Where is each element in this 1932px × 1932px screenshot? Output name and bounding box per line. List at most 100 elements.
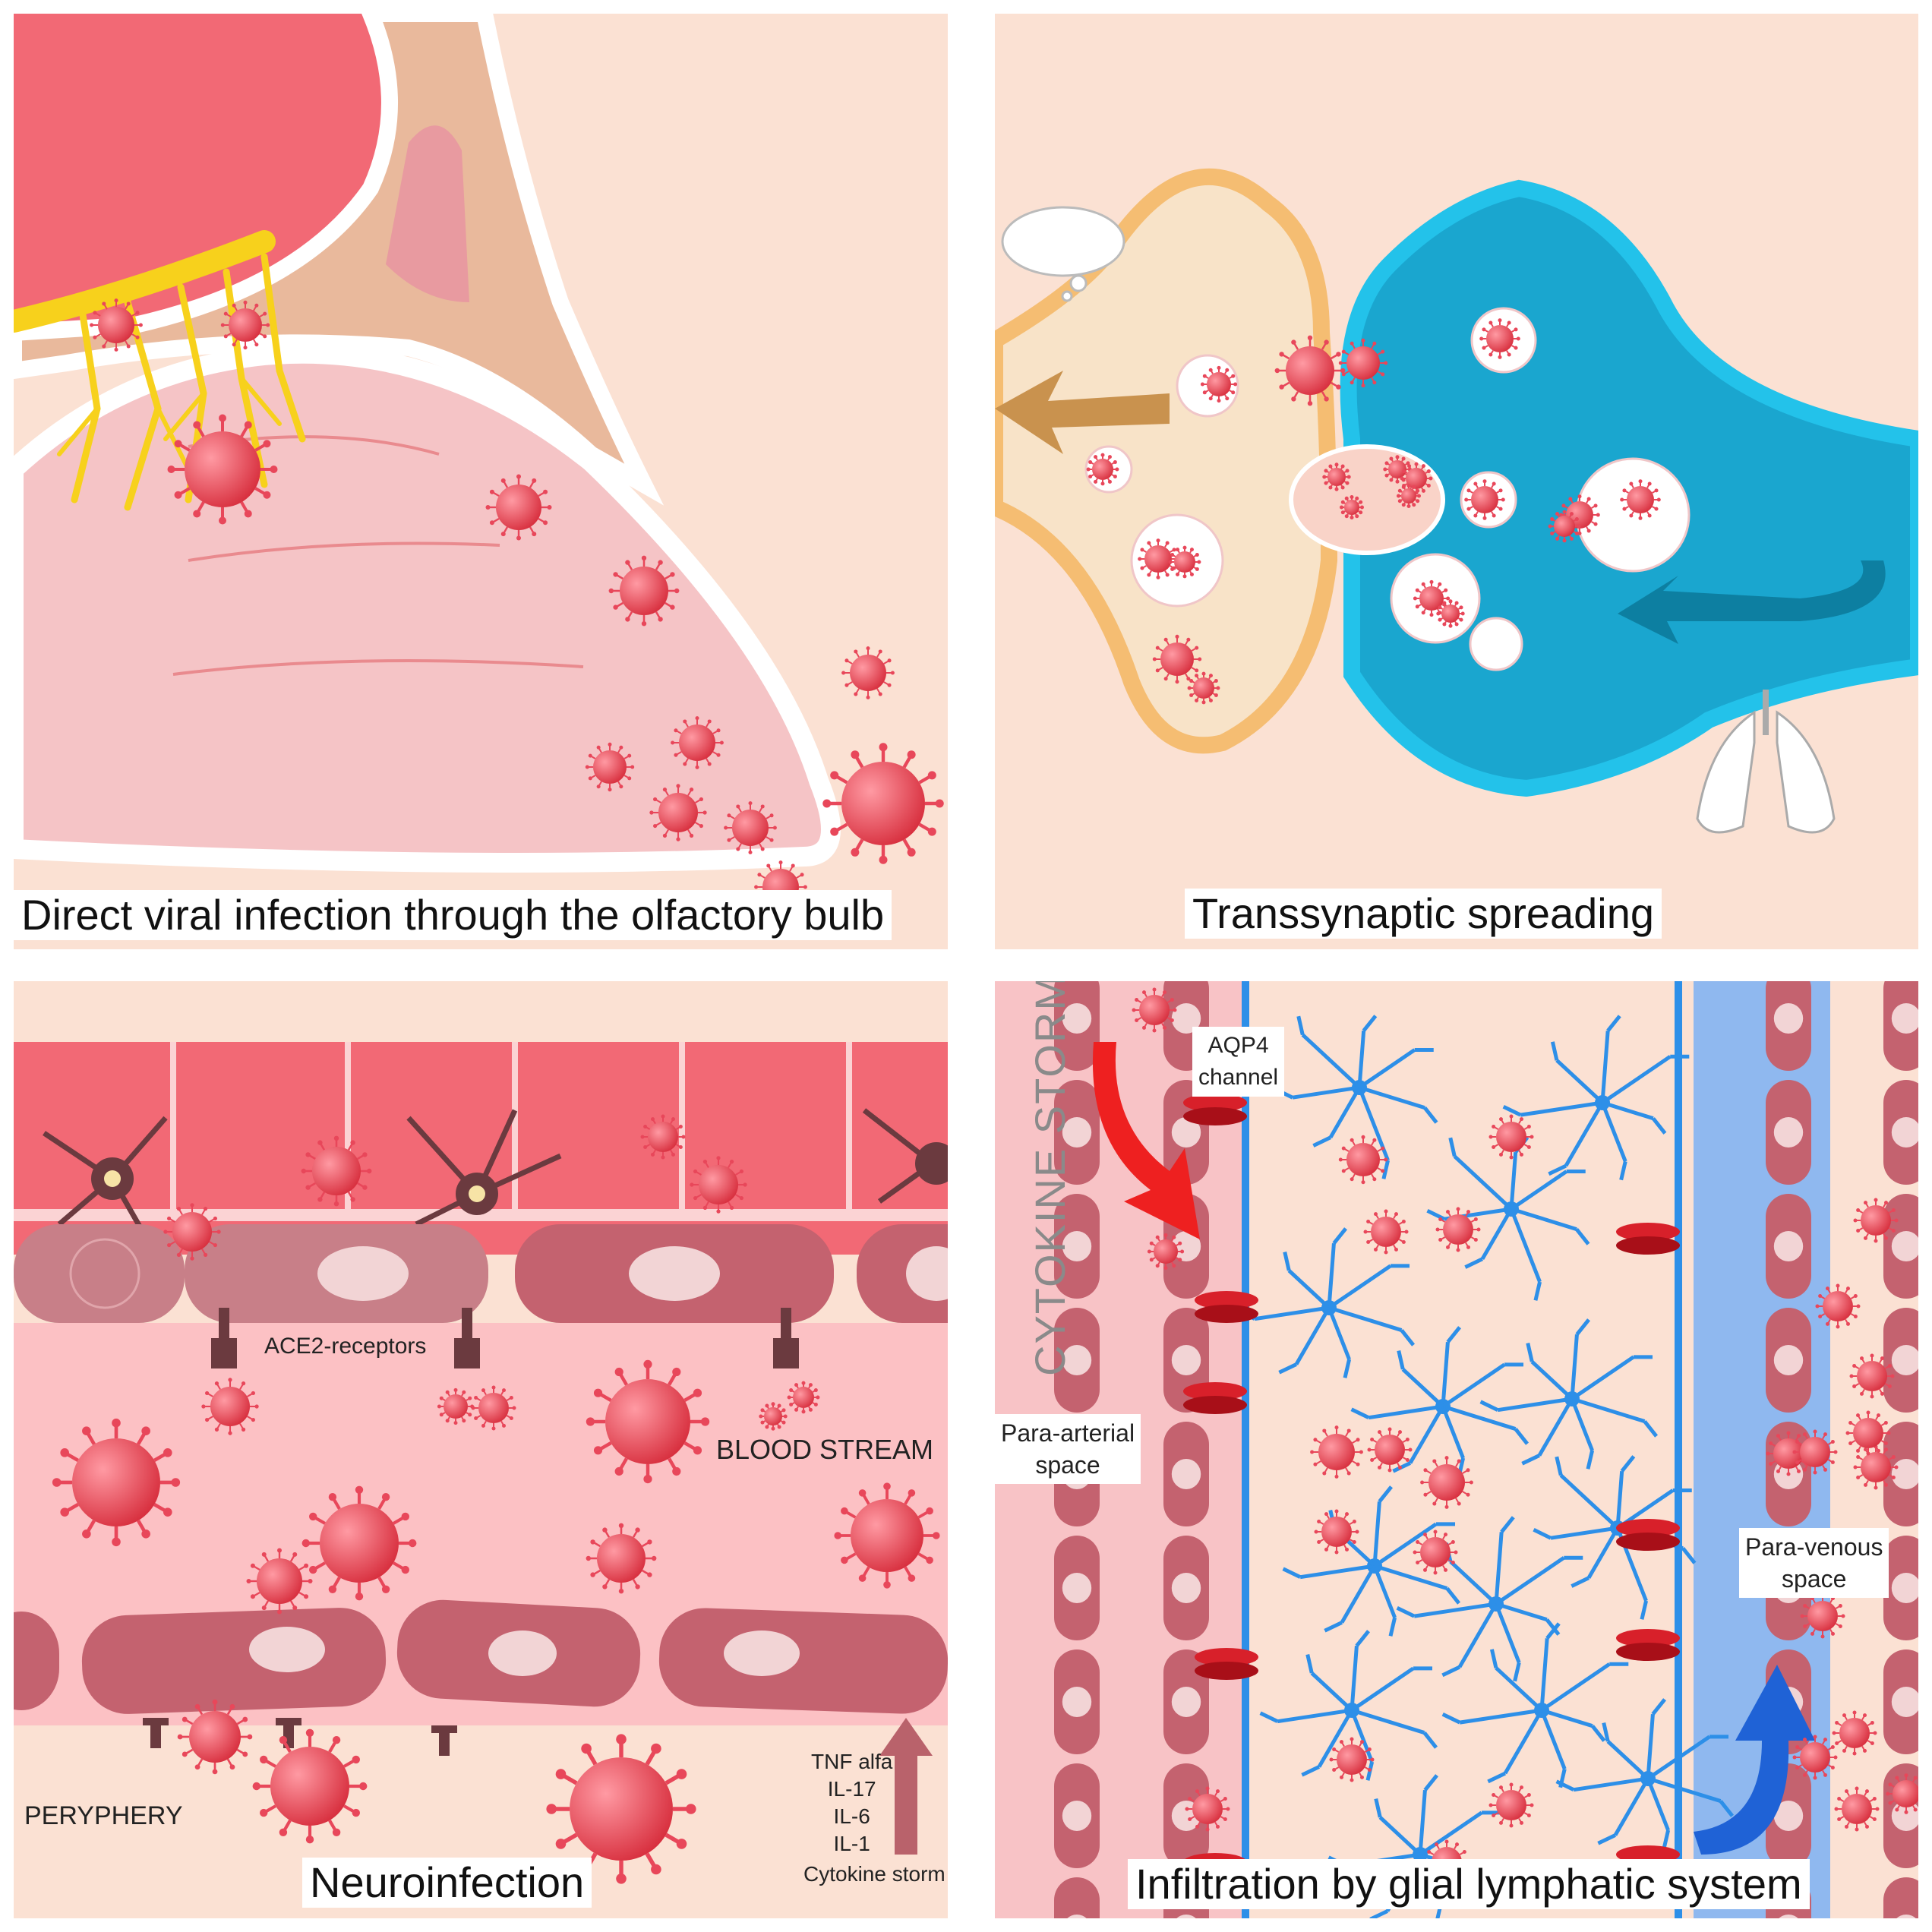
virus-icon bbox=[301, 1485, 417, 1601]
olfactory-illustration bbox=[14, 14, 944, 914]
virus-icon bbox=[201, 1378, 259, 1435]
virus-group bbox=[52, 1114, 940, 1884]
vesicles bbox=[1084, 307, 1690, 671]
virus-icon bbox=[1397, 484, 1421, 508]
virus-icon bbox=[586, 1359, 710, 1484]
dendrite-direction-arrow bbox=[1618, 560, 1886, 644]
virus-icon bbox=[1464, 479, 1505, 520]
virus-icon bbox=[1886, 1773, 1918, 1814]
cytokine-increase-arrow bbox=[879, 1718, 933, 1855]
virus-icon bbox=[1834, 1786, 1880, 1832]
virus-icon bbox=[252, 1728, 368, 1844]
cytokine-storm-label: Cytokine storm bbox=[803, 1862, 945, 1886]
panel-transsynaptic: Transsynaptic spreading bbox=[995, 14, 1918, 949]
virus-icon bbox=[671, 716, 724, 769]
virus-icon bbox=[690, 1156, 747, 1214]
virus-icon bbox=[1383, 455, 1412, 484]
virus-icon bbox=[1420, 1456, 1473, 1509]
virus-icon bbox=[1152, 634, 1202, 684]
virus-icon bbox=[834, 1482, 940, 1589]
virus-icon bbox=[841, 646, 895, 699]
periphery-label: PERYPHERY bbox=[24, 1801, 183, 1830]
nasal-tissue bbox=[14, 343, 841, 873]
virus-icon bbox=[1138, 538, 1179, 579]
virus-icon bbox=[1338, 338, 1388, 388]
virus-icon bbox=[724, 801, 777, 854]
virus-icon bbox=[177, 1699, 253, 1775]
cytokine-il1: IL-1 bbox=[833, 1832, 870, 1855]
panel-neuroinfection: ACE2-receptors BLOOD STREAM PERYPHERY TN… bbox=[14, 981, 948, 1918]
virus-icon bbox=[1185, 1786, 1230, 1832]
cytokine-il17: IL-17 bbox=[827, 1777, 876, 1801]
lungs-icon bbox=[1696, 690, 1836, 834]
virus-icon bbox=[52, 1418, 181, 1547]
virus-icon bbox=[1338, 1135, 1388, 1185]
virus-icon bbox=[1168, 545, 1201, 579]
panel-glymphatic: CYTOKINE STORM AQP4 channel Para-arteria… bbox=[995, 981, 1918, 1918]
cytokine-tnf: TNF alfa bbox=[811, 1750, 893, 1773]
inflow-arrow bbox=[1092, 1042, 1200, 1239]
panel-olfactory-bulb: Direct viral infection through the olfac… bbox=[14, 14, 948, 949]
virus-icon bbox=[220, 300, 270, 350]
para-venous-label: Para-venous space bbox=[1739, 1528, 1889, 1598]
virus-icon bbox=[485, 474, 552, 541]
virus-icon bbox=[1800, 1593, 1845, 1639]
virus-icon bbox=[787, 1381, 820, 1414]
blood-stream-label: BLOOD STREAM bbox=[716, 1434, 934, 1465]
virus-icon bbox=[1853, 1444, 1899, 1490]
virus-icon bbox=[1187, 671, 1220, 705]
para-arterial-label: Para-arterial space bbox=[995, 1414, 1141, 1484]
virus-icon bbox=[1435, 1207, 1481, 1252]
virus-group bbox=[90, 298, 944, 914]
endothelial-cells bbox=[14, 1224, 948, 1323]
virus-icon bbox=[1488, 1114, 1534, 1160]
virus-icon bbox=[167, 414, 278, 525]
virus-icon bbox=[1849, 1353, 1895, 1399]
virus-icon bbox=[471, 1385, 516, 1431]
brain-parenchyma bbox=[1245, 981, 1694, 1918]
aqp4-channel-label: AQP4 channel bbox=[1192, 1027, 1285, 1097]
virus-icon bbox=[1200, 365, 1238, 403]
virus-icon bbox=[90, 298, 143, 352]
virus-icon bbox=[1792, 1735, 1838, 1780]
virus-group bbox=[1086, 318, 1661, 705]
virus-icon bbox=[1815, 1283, 1861, 1329]
virus-icon bbox=[649, 784, 707, 841]
cytokine-il6: IL-6 bbox=[833, 1804, 870, 1828]
virus-icon bbox=[1340, 495, 1364, 519]
panel-caption: Infiltration by glial lymphatic system bbox=[1128, 1859, 1810, 1909]
virus-icon bbox=[640, 1114, 686, 1160]
virus-icon bbox=[301, 1135, 372, 1207]
virus-icon bbox=[1792, 1429, 1838, 1475]
panel-caption: Transsynaptic spreading bbox=[1185, 889, 1662, 939]
virus-icon bbox=[586, 1523, 657, 1594]
virus-icon bbox=[1274, 335, 1346, 406]
outflow-arrow bbox=[1694, 1665, 1815, 1855]
virus-icon bbox=[1488, 1782, 1534, 1828]
glymphatic-illustration bbox=[995, 981, 1918, 1918]
virus-icon bbox=[1853, 1198, 1899, 1243]
virus-icon bbox=[1436, 599, 1465, 628]
cytokine-list: TNF alfa IL-17 IL-6 IL-1 bbox=[811, 1748, 892, 1858]
skull-bone bbox=[14, 14, 665, 506]
brain-tissue bbox=[14, 1042, 948, 1255]
ace2-receptor-label: ACE2-receptors bbox=[264, 1334, 427, 1359]
ace2-receptors bbox=[143, 1308, 799, 1756]
virus-icon bbox=[1832, 1710, 1877, 1756]
endothelial-cells-lower bbox=[14, 1599, 948, 1714]
virus-icon bbox=[822, 743, 944, 864]
virus-icon bbox=[759, 1402, 788, 1431]
virus-icon bbox=[1322, 462, 1351, 491]
virus-icon bbox=[1132, 987, 1177, 1033]
sinus-cavity bbox=[386, 125, 469, 302]
panel-caption: Neuroinfection bbox=[302, 1858, 592, 1908]
virus-group bbox=[1132, 987, 1918, 1885]
cytokine-storm-vertical-label: CYTOKINE STORM bbox=[1026, 981, 1074, 1376]
virus-icon bbox=[1620, 479, 1661, 520]
thought-bubble-icon bbox=[1001, 206, 1125, 302]
virus-icon bbox=[1845, 1410, 1891, 1456]
synapse-illustration bbox=[995, 168, 1918, 834]
axon-direction-arrow bbox=[995, 371, 1170, 454]
virus-icon bbox=[1086, 453, 1119, 486]
virus-icon bbox=[585, 742, 635, 792]
